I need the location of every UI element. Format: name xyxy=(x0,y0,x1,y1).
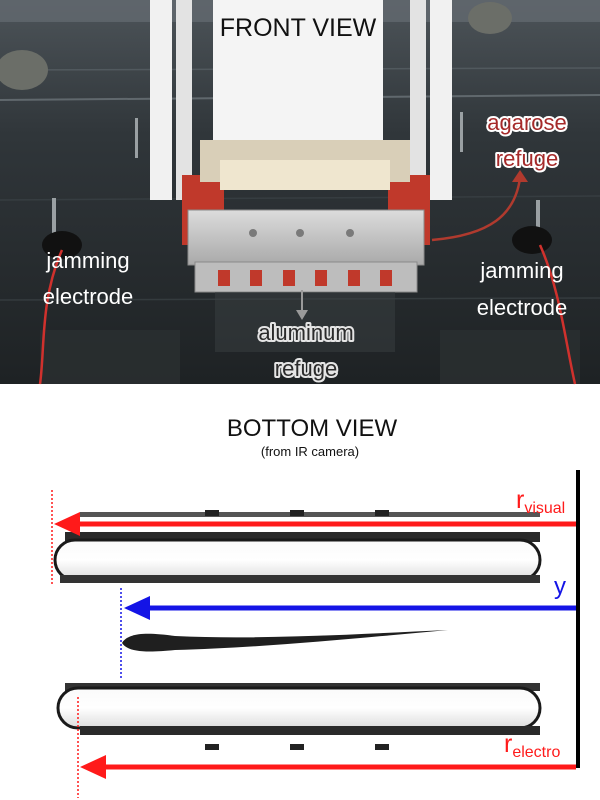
wire-left xyxy=(38,249,64,385)
agarose-label: agarose xyxy=(487,110,567,135)
aluminum-refuge-label-2: refuge xyxy=(275,356,337,381)
floor-tile xyxy=(40,330,180,384)
jamming-electrode-right-label: jamming xyxy=(479,258,563,283)
electrode-rod xyxy=(135,118,138,158)
r-electro-sub: electro xyxy=(512,744,560,761)
ir-image xyxy=(53,510,542,750)
slot xyxy=(380,270,392,286)
top-refuge-edge xyxy=(80,512,540,517)
r-visual-base: r xyxy=(516,486,524,514)
jamming-electrode-left-label: jamming xyxy=(45,248,129,273)
slot xyxy=(250,270,262,286)
top-refuge-marker xyxy=(375,510,389,516)
slot xyxy=(348,270,360,286)
bottom-refuge-marker xyxy=(290,744,304,750)
frame-post-right xyxy=(430,0,452,200)
agarose-label-2: refuge xyxy=(496,146,558,171)
frame-post-left-inner xyxy=(176,0,192,200)
agarose-arrow xyxy=(431,177,522,242)
bottom-refuge xyxy=(56,686,542,730)
screw xyxy=(249,229,257,237)
screw xyxy=(346,229,354,237)
electrode-rod-left xyxy=(52,198,56,238)
r-visual-arrow-head xyxy=(54,512,80,536)
frame-post-left xyxy=(150,0,172,200)
electrode-rod xyxy=(460,112,463,152)
fish xyxy=(122,630,448,652)
bottom-refuge-marker xyxy=(205,744,219,750)
y-arrow-head xyxy=(124,596,150,620)
stone xyxy=(468,2,512,34)
aluminum-arrow-head xyxy=(296,310,308,320)
bottom-refuge-shadow xyxy=(80,726,540,735)
holder-inner xyxy=(220,160,390,190)
bottom-view-title: BOTTOM VIEW xyxy=(227,415,398,442)
top-refuge xyxy=(53,538,542,582)
y-label: y xyxy=(554,573,566,600)
r-electro-base: r xyxy=(504,730,512,758)
slot xyxy=(218,270,230,286)
aluminum-refuge-label: aluminum xyxy=(258,320,353,345)
jamming-electrode-left-label-2: electrode xyxy=(43,284,134,309)
jamming-electrode-right-label-2: electrode xyxy=(477,295,568,320)
bottom-view-subtitle: (from IR camera) xyxy=(261,444,359,459)
electrode-rod-right xyxy=(536,200,540,234)
reflection xyxy=(215,292,395,352)
top-refuge-marker xyxy=(205,510,219,516)
glass-rail xyxy=(0,195,600,201)
top-refuge-bottom xyxy=(60,575,540,583)
agarose-arrow-head xyxy=(512,170,528,182)
screw xyxy=(296,229,304,237)
stone xyxy=(0,50,48,90)
frame-post-right-inner xyxy=(410,0,426,200)
top-refuge-marker xyxy=(290,510,304,516)
slot xyxy=(283,270,295,286)
r-electro-arrow-head xyxy=(80,755,106,779)
aluminum-plate xyxy=(187,209,425,266)
front-view-photo: FRONT VIEW agarose refuge jamming electr… xyxy=(0,0,600,385)
r-visual-label: rvisual xyxy=(516,486,565,517)
r-visual-sub: visual xyxy=(524,500,565,517)
top-refuge-shadow xyxy=(65,532,540,542)
bottom-view: BOTTOM VIEW (from IR camera) xyxy=(51,415,580,798)
wire-right xyxy=(538,244,577,385)
floor-tile xyxy=(440,330,580,384)
r-electro-label: relectro xyxy=(504,730,560,761)
bottom-refuge-marker xyxy=(375,744,389,750)
front-view-title: FRONT VIEW xyxy=(220,14,377,42)
electrode-base-left xyxy=(42,231,82,259)
electrode-base-right xyxy=(512,226,552,254)
refuge-slots xyxy=(218,270,392,286)
slot xyxy=(315,270,327,286)
